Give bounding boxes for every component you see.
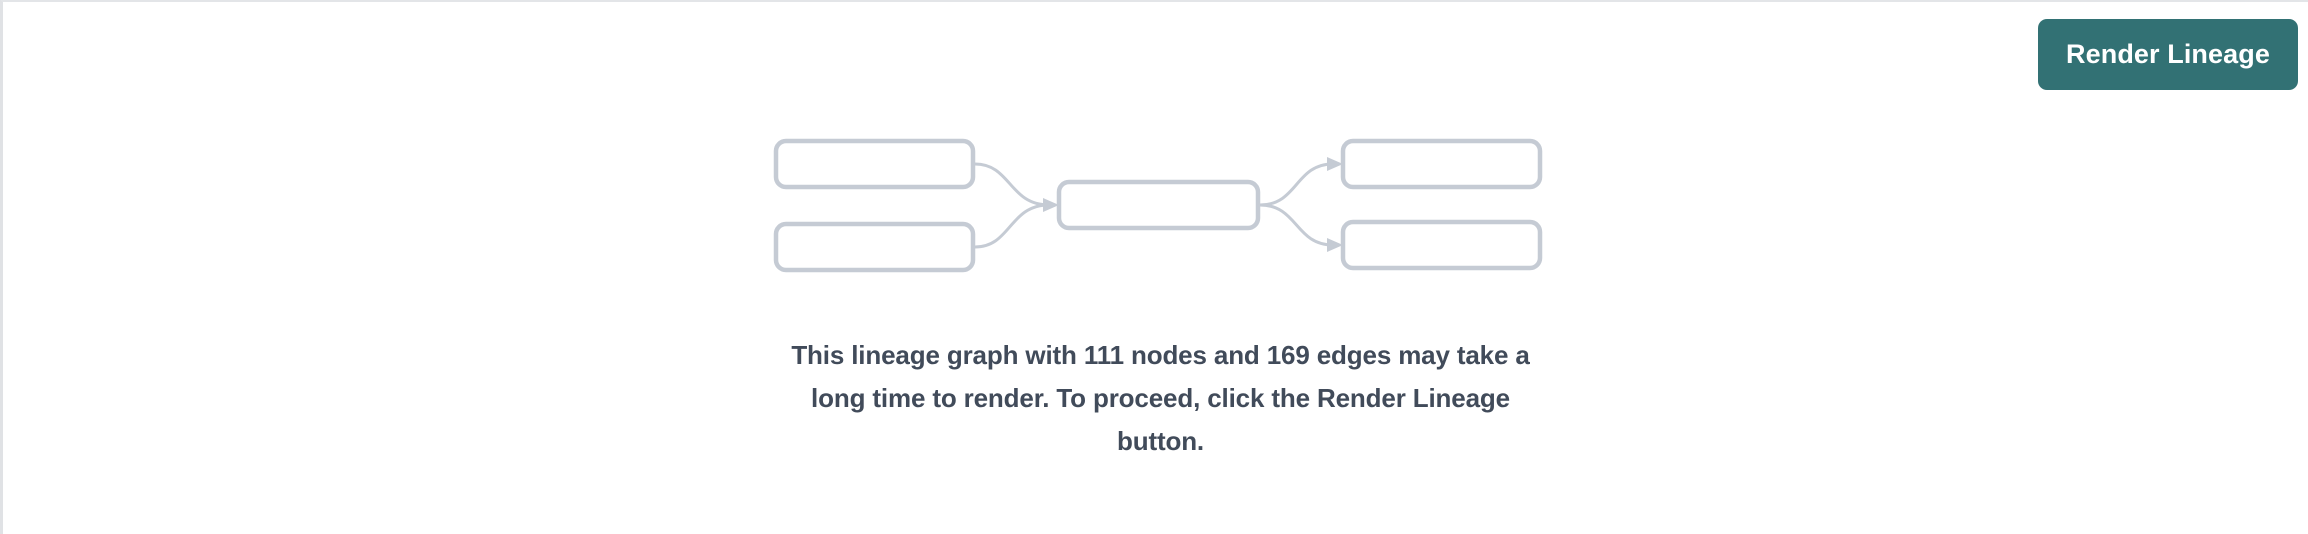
graph-node-group (773, 138, 1543, 273)
placeholder-lineage-graph (3, 2, 2308, 332)
edge-arrowhead-center-in (1043, 198, 1059, 212)
graph-node-downstream-2 (1340, 219, 1543, 271)
edge-arrowhead-downstream-2 (1327, 238, 1343, 252)
graph-node-center (1056, 179, 1261, 231)
graph-node-upstream-2 (773, 221, 976, 273)
graph-edge-group (974, 157, 1343, 252)
edge-arrowhead-downstream-1 (1327, 157, 1343, 171)
edge-upstream-1-to-center (974, 162, 1050, 207)
lineage-warning-message: This lineage graph with 111 nodes and 16… (791, 340, 1530, 456)
edge-upstream-2-to-center (974, 203, 1050, 249)
graph-node-downstream-1 (1340, 138, 1543, 190)
render-lineage-button[interactable]: Render Lineage (2038, 19, 2298, 90)
graph-node-upstream-1 (773, 138, 976, 190)
edge-center-to-downstream-2 (1259, 203, 1334, 247)
edge-center-to-downstream-1 (1259, 162, 1334, 207)
